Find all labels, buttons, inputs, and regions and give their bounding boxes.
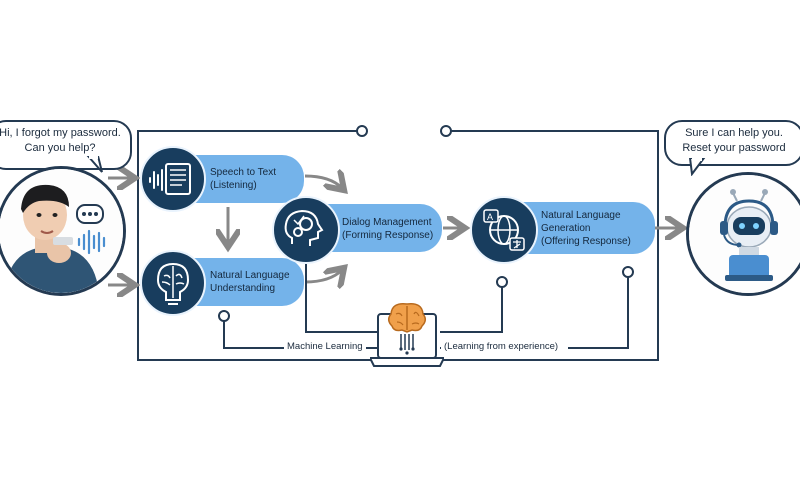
brain-lightbulb-icon — [156, 262, 190, 305]
user-bubble-line-2: Can you help? — [24, 142, 96, 154]
speech-to-text-icon-circle — [140, 146, 206, 212]
bot-bubble-line-2: Reset your password — [682, 142, 786, 154]
user-avatar — [0, 166, 126, 296]
dialog-management-icon-circle — [272, 196, 340, 264]
nlg-line-3: (Offering Response) — [541, 236, 631, 247]
nlg-line-1: Natural Language — [541, 210, 621, 221]
nlu-icon-circle — [140, 250, 206, 316]
nlu-line-1: Natural Language — [210, 270, 290, 281]
nlu-label: Natural Language Understanding — [210, 269, 290, 295]
nlg-line-2: Generation — [541, 223, 591, 234]
learning-from-experience-caption: (Learning from experience) — [441, 341, 562, 352]
user-bubble-line-1: Hi, I forgot my password. — [0, 127, 121, 139]
robot-headset-icon — [689, 175, 800, 293]
speech-to-text-line-2: (Listening) — [210, 180, 257, 191]
nlu-line-2: Understanding — [210, 283, 276, 294]
waveform-document-icon — [149, 163, 191, 195]
bot-bubble-tail-icon — [688, 158, 706, 176]
laptop-brain-icon — [370, 302, 444, 367]
speech-to-text-label: Speech to Text (Listening) — [210, 166, 276, 192]
globe-translate-icon: A — [483, 209, 525, 251]
user-speech-bubble: Hi, I forgot my password. Can you help? — [0, 120, 132, 170]
nlg-label: Natural Language Generation (Offering Re… — [541, 209, 631, 248]
dialog-management-line-1: Dialog Management — [342, 217, 432, 228]
bot-bubble-line-1: Sure I can help you. — [685, 127, 783, 139]
dialog-management-line-2: (Forming Response) — [342, 230, 434, 241]
bot-speech-bubble: Sure I can help you. Reset your password — [664, 120, 800, 166]
speech-to-text-line-1: Speech to Text — [210, 167, 276, 178]
svg-text:A: A — [487, 212, 493, 222]
nlg-icon-circle: A — [470, 196, 538, 264]
user-bubble-tail-icon — [86, 156, 103, 173]
bot-avatar — [686, 172, 800, 296]
machine-learning-caption: Machine Learning — [284, 341, 366, 352]
dialog-management-label: Dialog Management (Forming Response) — [342, 216, 433, 242]
person-on-phone-icon — [0, 169, 123, 293]
head-gears-icon — [284, 209, 324, 246]
